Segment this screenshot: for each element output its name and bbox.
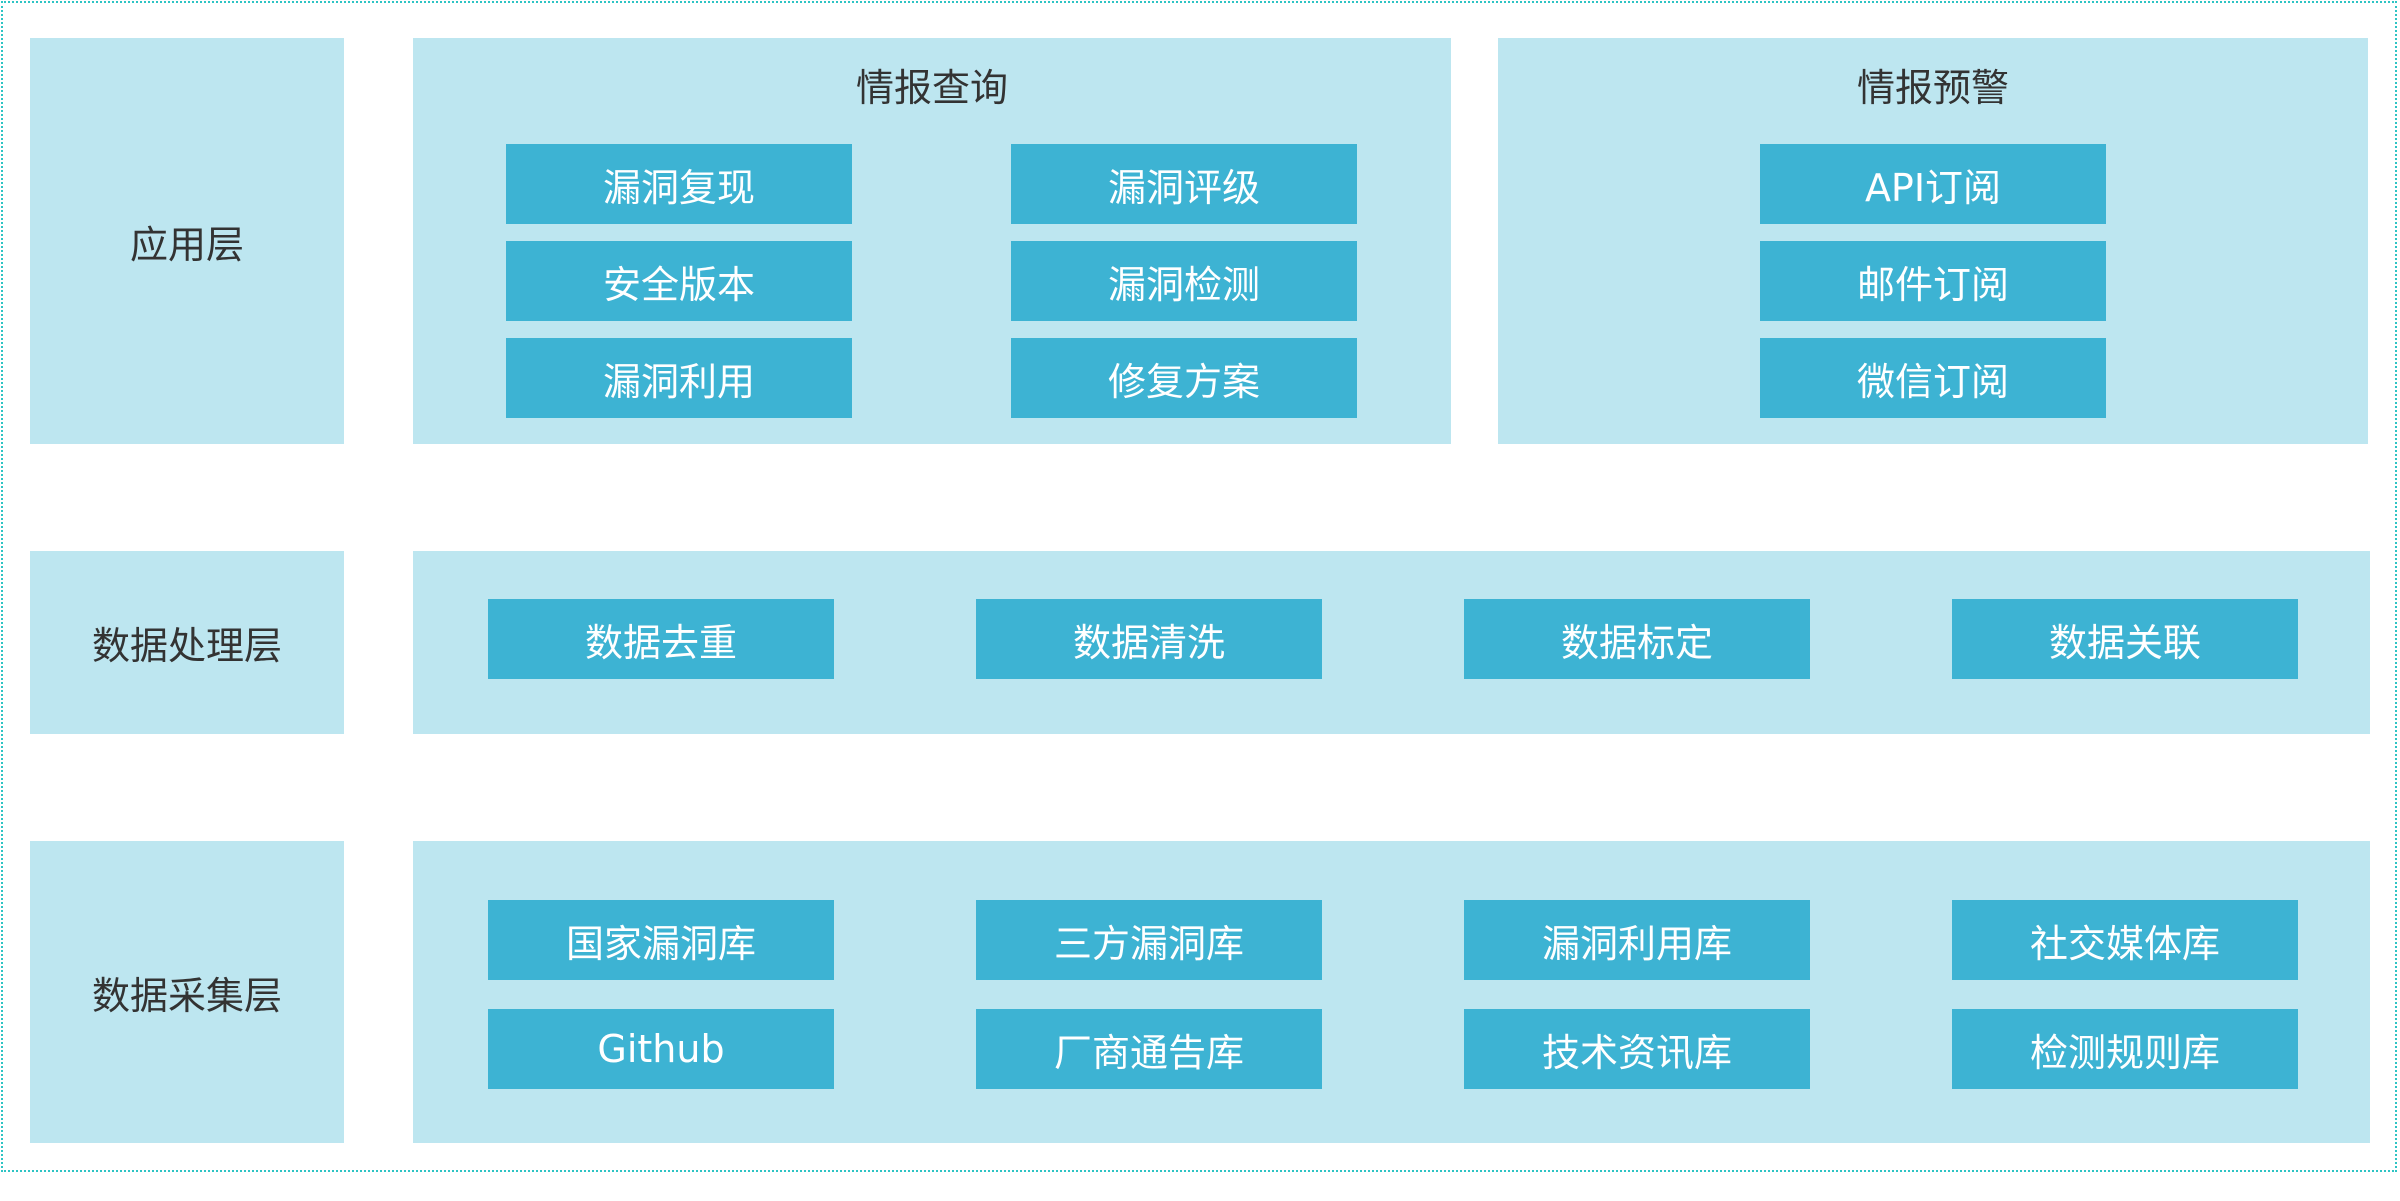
alert-group: 情报预警 API订阅 邮件订阅 微信订阅 [1498,38,2368,444]
query-item[interactable]: 漏洞复现 [506,144,852,224]
query-item[interactable]: 漏洞检测 [1011,241,1357,321]
collection-item[interactable]: 厂商通告库 [976,1009,1322,1089]
processing-item[interactable]: 数据去重 [488,599,834,679]
processing-item[interactable]: 数据清洗 [976,599,1322,679]
collection-group: 国家漏洞库 三方漏洞库 漏洞利用库 社交媒体库 Github 厂商通告库 技术资… [413,841,2370,1143]
layer-label-collection: 数据采集层 [30,841,344,1143]
query-group-title: 情报查询 [855,66,1008,110]
query-group: 情报查询 漏洞复现 漏洞评级 安全版本 漏洞检测 漏洞利用 修复方案 [413,38,1451,444]
collection-item[interactable]: Github [488,1009,834,1089]
alert-item[interactable]: API订阅 [1760,144,2106,224]
collection-item[interactable]: 三方漏洞库 [976,900,1322,980]
processing-item[interactable]: 数据标定 [1464,599,1810,679]
layer-label-application: 应用层 [30,38,344,444]
query-item[interactable]: 安全版本 [506,241,852,321]
collection-item[interactable]: 漏洞利用库 [1464,900,1810,980]
alert-group-title: 情报预警 [1856,66,2009,110]
layer-label-processing: 数据处理层 [30,551,344,734]
application-layer-title: 应用层 [129,222,244,267]
collection-layer-title: 数据采集层 [91,973,282,1018]
processing-layer-title: 数据处理层 [91,624,282,668]
collection-item[interactable]: 检测规则库 [1952,1009,2298,1089]
query-item[interactable]: 漏洞评级 [1011,144,1357,224]
collection-item[interactable]: 技术资讯库 [1464,1009,1810,1089]
diagram-frame [1,1,2397,1172]
alert-item[interactable]: 微信订阅 [1760,338,2106,418]
alert-item[interactable]: 邮件订阅 [1760,241,2106,321]
query-item[interactable]: 修复方案 [1011,338,1357,418]
collection-item[interactable]: 国家漏洞库 [488,900,834,980]
processing-group: 数据去重 数据清洗 数据标定 数据关联 [413,551,2370,734]
query-item[interactable]: 漏洞利用 [506,338,852,418]
collection-item[interactable]: 社交媒体库 [1952,900,2298,980]
processing-item[interactable]: 数据关联 [1952,599,2298,679]
